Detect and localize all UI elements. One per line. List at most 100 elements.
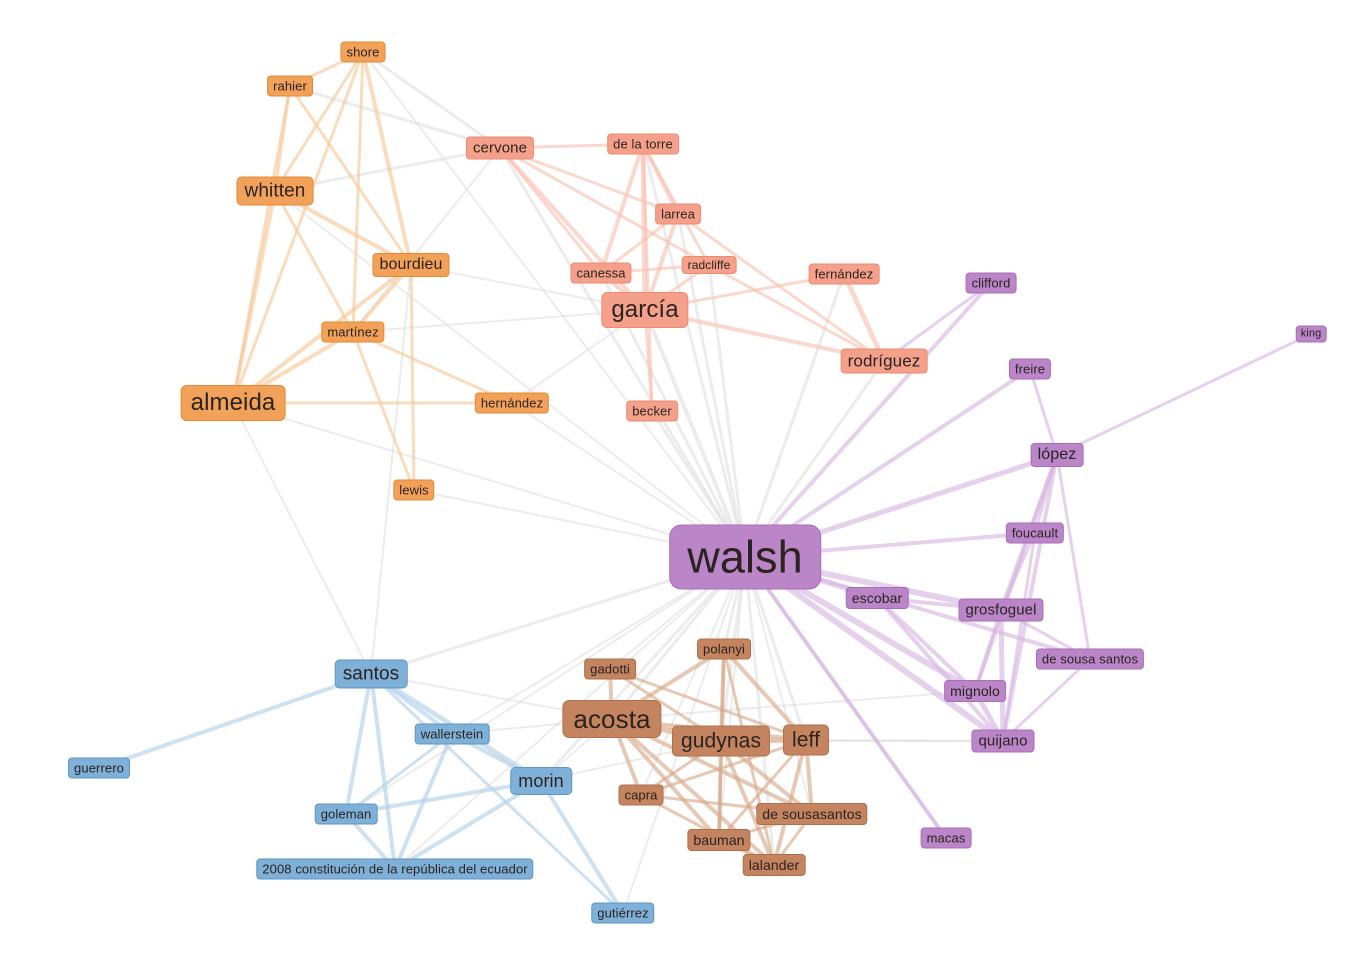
network-edge <box>351 330 514 405</box>
network-edge <box>344 732 454 816</box>
network-node[interactable]: goleman <box>314 803 378 825</box>
network-edge <box>743 281 993 559</box>
network-edge <box>232 402 746 558</box>
network-edge <box>875 596 977 693</box>
network-edge <box>717 738 808 842</box>
network-node[interactable]: de la torre <box>607 133 679 155</box>
network-node[interactable]: 2008 constitución de la república del ec… <box>256 858 534 880</box>
network-node[interactable]: rahier <box>267 75 313 97</box>
network-edge <box>539 779 625 915</box>
network-node[interactable]: gudynas <box>671 725 771 757</box>
network-edge <box>97 672 373 770</box>
network-node[interactable]: polanyi <box>697 638 751 660</box>
network-edge <box>743 359 886 559</box>
network-node[interactable]: guerrero <box>68 757 130 779</box>
network-edge <box>599 142 645 275</box>
network-node[interactable]: macas <box>920 827 972 849</box>
network-node[interactable]: bourdieu <box>372 253 450 277</box>
network-edge <box>1001 657 1092 743</box>
network-node[interactable]: lewis <box>393 479 435 501</box>
network-node[interactable]: larrea <box>655 203 701 225</box>
network-node[interactable]: lópez <box>1030 443 1084 467</box>
network-node[interactable]: gutiérrez <box>591 902 655 924</box>
network-node[interactable]: clifford <box>965 272 1017 294</box>
network-node[interactable]: almeida <box>180 385 286 421</box>
network-node[interactable]: morin <box>510 767 572 795</box>
network-node[interactable]: foucault <box>1005 522 1065 544</box>
network-node[interactable]: bauman <box>687 829 751 851</box>
network-node[interactable]: wallerstein <box>414 723 490 745</box>
network-edge <box>498 146 711 267</box>
network-edge <box>498 146 747 559</box>
network-node[interactable]: king <box>1295 325 1327 343</box>
network-node[interactable]: de sousa santos <box>1035 648 1145 670</box>
network-edge <box>998 607 1006 744</box>
network-node[interactable]: shore <box>340 41 386 63</box>
network-node[interactable]: de sousasantos <box>756 803 868 825</box>
network-node[interactable]: whitten <box>236 176 314 206</box>
network-edge <box>345 556 746 815</box>
network-edge <box>351 50 365 334</box>
network-edge <box>369 672 397 871</box>
network-node[interactable]: cervone <box>465 136 535 160</box>
network-node[interactable]: martínez <box>321 321 385 343</box>
network-node[interactable]: radcliffe <box>681 256 737 274</box>
network-node[interactable]: walsh <box>669 524 821 590</box>
network-edge <box>743 555 948 840</box>
network-edge <box>370 264 412 675</box>
network-edge <box>841 271 887 364</box>
network-edge <box>744 556 813 815</box>
network-edge <box>539 555 747 783</box>
network-edge <box>273 50 365 193</box>
network-edge <box>1055 332 1313 457</box>
network-edge <box>231 189 277 405</box>
network-node[interactable]: santos <box>334 659 408 689</box>
network-edge <box>611 690 976 720</box>
network-node[interactable]: fernández <box>808 263 880 285</box>
network-node[interactable]: acosta <box>562 700 662 738</box>
network-node[interactable]: mignolo <box>944 680 1006 702</box>
network-edge <box>232 402 372 675</box>
network-edge <box>875 596 1005 743</box>
network-edge <box>772 738 808 867</box>
network-node[interactable]: quijano <box>971 729 1035 753</box>
network-edge <box>722 647 776 867</box>
network-edge <box>362 51 746 558</box>
network-node[interactable]: capra <box>618 784 664 806</box>
network-edge <box>643 308 747 559</box>
network-edge <box>352 309 646 333</box>
network-edge <box>273 189 355 334</box>
network-node[interactable]: leff <box>782 724 830 756</box>
network-node[interactable]: lalander <box>742 854 806 876</box>
network-node[interactable]: canessa <box>570 262 632 284</box>
network-node[interactable]: gadotti <box>584 658 636 680</box>
network-edge <box>608 667 808 742</box>
network-node[interactable]: grosfoguel <box>958 598 1044 622</box>
network-node[interactable]: freire <box>1008 358 1052 380</box>
network-node[interactable]: garcía <box>601 292 689 328</box>
network-edge <box>1001 531 1037 743</box>
network-edge <box>718 556 746 841</box>
network-edge <box>344 672 373 816</box>
network-node[interactable]: becker <box>626 400 678 422</box>
network-edge <box>231 50 365 405</box>
network-node[interactable]: hernández <box>474 392 550 414</box>
network-node[interactable]: escobar <box>845 587 909 609</box>
network-edge <box>719 739 776 867</box>
network-edge <box>344 779 543 816</box>
network-edge <box>1055 453 1092 661</box>
network-edge <box>973 608 1003 693</box>
network-edge <box>1001 453 1059 743</box>
network-edge <box>707 263 886 363</box>
network-edge <box>1028 367 1059 457</box>
network-node[interactable]: rodríguez <box>840 348 928 374</box>
network-edge <box>361 50 413 267</box>
network-edge <box>707 263 747 559</box>
network-edge <box>369 672 625 915</box>
network-edge <box>882 281 993 363</box>
network-edge <box>639 738 808 797</box>
network-edge <box>361 50 502 150</box>
network-edge <box>409 263 416 492</box>
